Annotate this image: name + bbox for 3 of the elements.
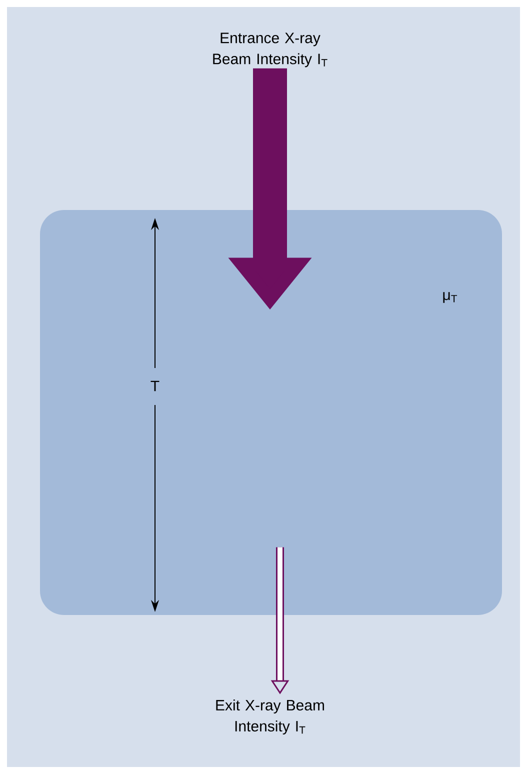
beam-label: Exit X-ray Beam Intensity I$_{T}$ (216, 700, 324, 734)
dimension-label: T (150, 380, 160, 392)
beam-label: Entrance X-ray Beam Intensity I$_{T}$ (213, 32, 328, 68)
